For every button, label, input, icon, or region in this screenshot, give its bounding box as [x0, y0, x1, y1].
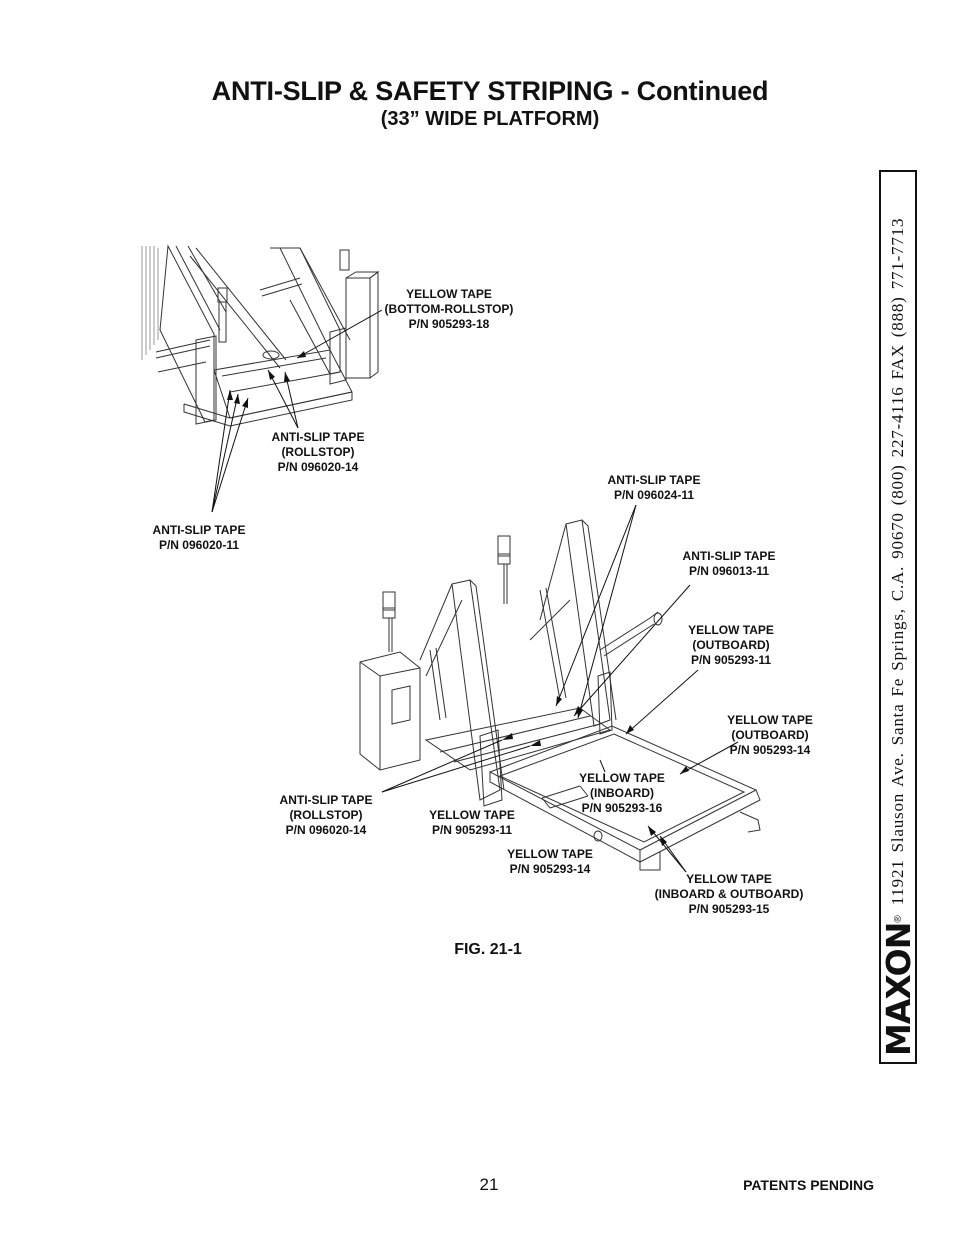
callout-yellow-tape-inboard-outboard-15: YELLOW TAPE (INBOARD & OUTBOARD) P/N 905…: [655, 872, 804, 917]
callout-line: (INBOARD & OUTBOARD): [654, 887, 804, 901]
leader-arrowheads: [227, 351, 689, 846]
page-number: 21: [479, 1175, 499, 1194]
callout-line: P/N 905293-14: [729, 743, 811, 757]
callout-line: (OUTBOARD): [692, 638, 770, 652]
upper-lift-drawing: [141, 244, 380, 427]
callout-line: P/N 905293-14: [509, 862, 591, 876]
callout-line: ANTI-SLIP TAPE: [271, 430, 365, 444]
callout-line: YELLOW TAPE: [579, 771, 665, 785]
lower-lift-drawing: [359, 519, 761, 871]
leader-c1: [296, 309, 383, 359]
callout-anti-slip-096024-11: ANTI-SLIP TAPE P/N 096024-11: [608, 473, 701, 503]
callout-anti-slip-rollstop-lower: ANTI-SLIP TAPE (ROLLSTOP) P/N 096020-14: [280, 793, 373, 838]
callout-line: P/N 096020-11: [158, 538, 240, 552]
leader-c9b: [381, 745, 531, 793]
callout-line: YELLOW TAPE: [686, 872, 772, 886]
callout-line: P/N 905293-15: [688, 902, 770, 916]
callout-line: YELLOW TAPE: [429, 808, 515, 822]
leader-c3c: [211, 397, 249, 513]
leader-c9a: [381, 739, 503, 793]
callout-line: ANTI-SLIP TAPE: [607, 473, 701, 487]
callout-line: ANTI-SLIP TAPE: [152, 523, 246, 537]
leader-lines: [211, 309, 739, 873]
callout-line: P/N 905293-16: [581, 801, 663, 815]
brand-logo: MAXON: [878, 922, 918, 1056]
callout-anti-slip-rollstop-upper: ANTI-SLIP TAPE (ROLLSTOP) P/N 096020-14: [272, 430, 365, 475]
callout-line: (OUTBOARD): [731, 728, 809, 742]
callout-anti-slip-096020-11: ANTI-SLIP TAPE P/N 096020-11: [153, 523, 246, 553]
company-address: 11921 Slauson Ave. Santa Fe Springs, C.A…: [888, 217, 907, 906]
callout-yellow-tape-905293-14: YELLOW TAPE P/N 905293-14: [507, 847, 593, 877]
callout-line: YELLOW TAPE: [406, 287, 492, 301]
callout-line: (INBOARD): [590, 786, 654, 800]
leader-c3a: [211, 389, 231, 513]
callout-yellow-tape-outboard-14: YELLOW TAPE (OUTBOARD) P/N 905293-14: [727, 713, 813, 758]
callout-line: YELLOW TAPE: [688, 623, 774, 637]
leader-c2a: [267, 369, 299, 429]
page-title: ANTI-SLIP & SAFETY STRIPING - Continued: [211, 76, 769, 106]
callout-line: P/N 905293-11: [690, 653, 772, 667]
leader-c7: [679, 741, 739, 775]
callout-line: ANTI-SLIP TAPE: [279, 793, 373, 807]
callout-line: (ROLLSTOP): [289, 808, 363, 822]
callout-yellow-tape-inboard-16: YELLOW TAPE (INBOARD) P/N 905293-16: [579, 771, 665, 816]
leader-c3b: [211, 393, 239, 513]
callout-yellow-tape-905293-11: YELLOW TAPE P/N 905293-11: [429, 808, 515, 838]
callout-line: (ROLLSTOP): [281, 445, 355, 459]
callout-line: P/N 096024-11: [613, 488, 695, 502]
callout-line: ANTI-SLIP TAPE: [682, 549, 776, 563]
leader-c4b: [555, 504, 637, 707]
patents-notice: PATENTS PENDING: [743, 1177, 874, 1193]
callout-line: P/N 096020-14: [277, 460, 359, 474]
callout-line: YELLOW TAPE: [727, 713, 813, 727]
callout-anti-slip-096013-11: ANTI-SLIP TAPE P/N 096013-11: [683, 549, 776, 579]
callout-line: P/N 096013-11: [688, 564, 770, 578]
leader-c8: [599, 759, 606, 773]
callout-line: P/N 096020-14: [285, 823, 367, 837]
figure-caption: FIG. 21-1: [454, 941, 522, 958]
contact-sidebar: MAXON ® 11921 Slauson Ave. Santa Fe Spri…: [878, 170, 918, 1064]
callout-yellow-tape-outboard-11: YELLOW TAPE (OUTBOARD) P/N 905293-11: [688, 623, 774, 668]
leader-c5: [573, 584, 691, 717]
leader-c6: [625, 669, 699, 735]
callout-line: YELLOW TAPE: [507, 847, 593, 861]
page-subtitle: (33” WIDE PLATFORM): [380, 108, 600, 130]
callout-line: P/N 905293-11: [431, 823, 513, 837]
callout-line: P/N 905293-18: [408, 317, 490, 331]
registered-mark: ®: [892, 915, 904, 923]
leader-c12a: [647, 825, 687, 873]
callout-yellow-tape-bottom-rollstop: YELLOW TAPE (BOTTOM-ROLLSTOP) P/N 905293…: [385, 287, 514, 332]
callout-line: (BOTTOM-ROLLSTOP): [384, 302, 514, 316]
sidebar-content: MAXON ® 11921 Slauson Ave. Santa Fe Spri…: [878, 172, 918, 1062]
leader-c4a: [577, 504, 637, 719]
